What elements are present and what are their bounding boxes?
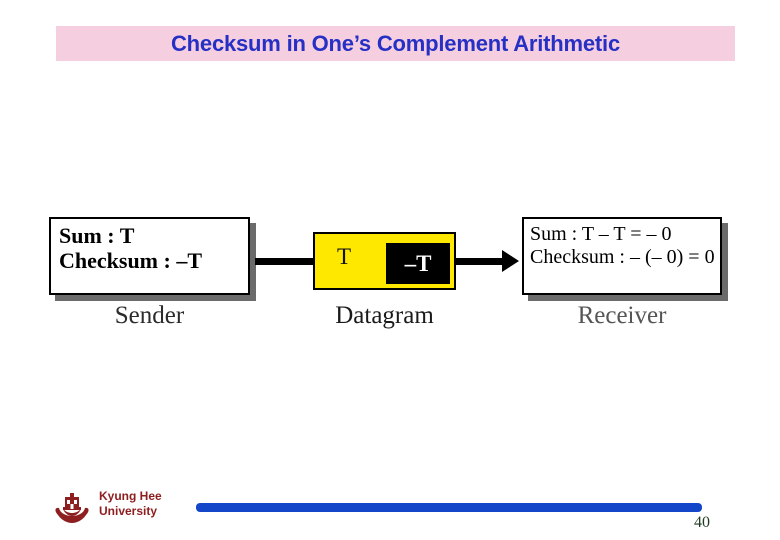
datagram-caption: Datagram bbox=[335, 302, 434, 329]
receiver-caption: Receiver bbox=[577, 302, 667, 329]
kyung-hee-university-crest-icon bbox=[55, 493, 89, 523]
organization-name-line2: University bbox=[99, 504, 158, 518]
receiver-checksum-line: Checksum : – (– 0) = 0 bbox=[530, 246, 715, 268]
receiver-sum-line: Sum : T – T = – 0 bbox=[530, 223, 672, 245]
page-number: 40 bbox=[694, 514, 710, 531]
arrow-right-icon bbox=[456, 258, 504, 265]
datagram-checksum-value: –T bbox=[404, 251, 432, 276]
page-title: Checksum in One’s Complement Arithmetic bbox=[170, 31, 620, 56]
datagram-box: T –T bbox=[313, 232, 456, 290]
footer-accent-bar bbox=[196, 503, 702, 512]
datagram-data-field: T bbox=[337, 244, 352, 269]
organization-name-line1: Kyung Hee bbox=[99, 489, 162, 503]
title-band bbox=[56, 26, 735, 61]
line-connector bbox=[255, 258, 313, 265]
sender-checksum-line: Checksum : –T bbox=[59, 248, 203, 274]
sender-sum-line: Sum : T bbox=[59, 223, 135, 248]
sender-caption: Sender bbox=[114, 302, 185, 329]
receiver-box: Sum : T – T = – 0 Checksum : – (– 0) = 0 bbox=[522, 217, 722, 295]
sender-box: Sum : T Checksum : –T bbox=[49, 217, 250, 295]
datagram-checksum-field: –T bbox=[386, 243, 450, 284]
arrow-head-icon bbox=[502, 250, 519, 272]
organization-name: Kyung Hee University bbox=[99, 489, 219, 519]
